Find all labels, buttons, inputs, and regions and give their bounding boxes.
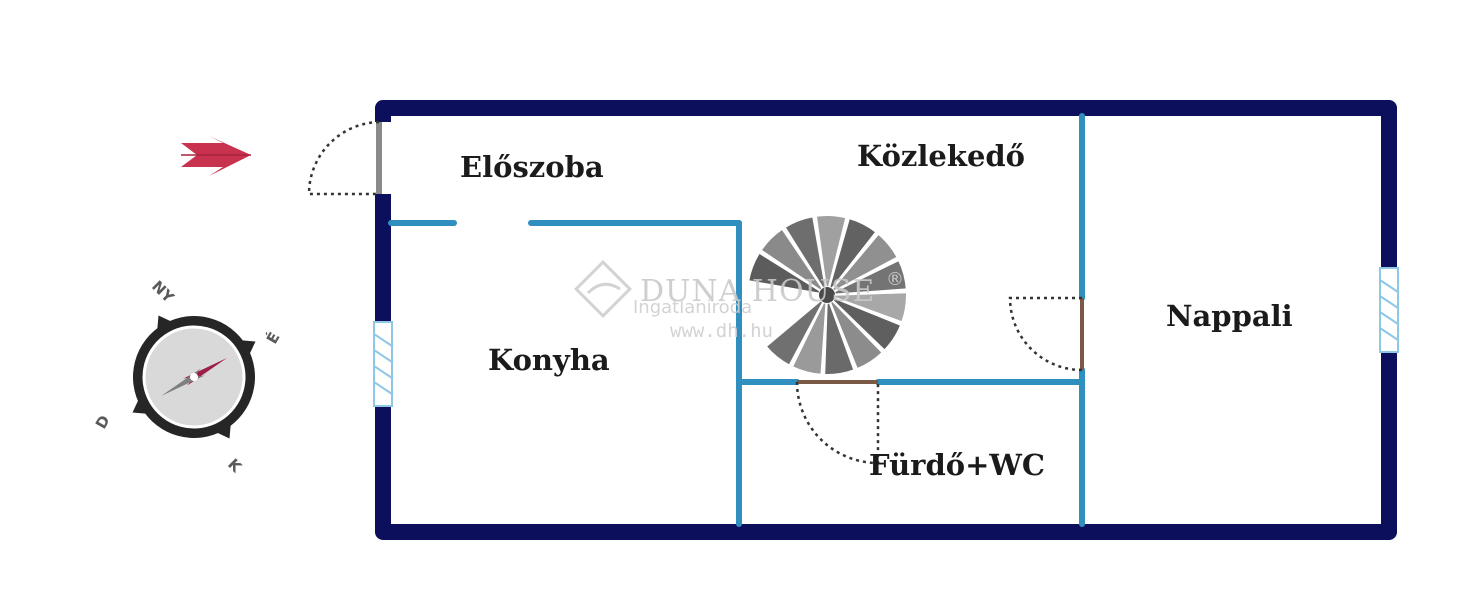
compass-icon bbox=[132, 315, 256, 439]
stair-tread bbox=[747, 251, 822, 295]
watermark-registered: ® bbox=[886, 269, 904, 290]
entrance-arrow-icon bbox=[181, 136, 251, 176]
compass-label-d: D bbox=[92, 412, 114, 432]
duna-house-logo-icon bbox=[574, 260, 632, 318]
stair-tread bbox=[790, 301, 828, 376]
room-label-nappali: Nappali bbox=[1166, 299, 1293, 333]
stair-tread bbox=[828, 299, 884, 371]
watermark-brand: DUNA HOUSE bbox=[640, 274, 875, 309]
compass-label-ny: NY bbox=[148, 277, 178, 307]
watermark: DUNA HOUSE ® Ingatlaniroda www.dh.hu bbox=[574, 260, 904, 342]
entrance-door bbox=[307, 120, 392, 196]
room-label-kozlekedo: Közlekedő bbox=[857, 139, 1025, 173]
stair-tread bbox=[833, 258, 908, 296]
compass-label-k: K bbox=[224, 455, 246, 477]
stair-tread bbox=[833, 291, 908, 324]
door-kozlekedo-nappali bbox=[1008, 296, 1084, 372]
stair-tread bbox=[828, 216, 878, 290]
room-label-eloszoba: Előszoba bbox=[460, 150, 604, 184]
stair-tread bbox=[783, 215, 827, 290]
room-label-furdo: Fürdő+WC bbox=[869, 448, 1045, 482]
stair-tread bbox=[831, 296, 903, 352]
window-left bbox=[373, 321, 393, 407]
inner-walls bbox=[388, 113, 1085, 527]
stair-tread bbox=[759, 227, 824, 292]
stair-center-post bbox=[819, 287, 835, 303]
stair-tread bbox=[814, 214, 848, 289]
door-furdo bbox=[795, 380, 880, 465]
spiral-staircase-icon bbox=[747, 214, 908, 376]
room-label-konyha: Konyha bbox=[488, 343, 610, 377]
watermark-subtitle: Ingatlaniroda bbox=[633, 297, 752, 318]
compass-label-e: É bbox=[262, 329, 284, 347]
stair-tread bbox=[830, 232, 899, 293]
watermark-url: www.dh.hu bbox=[670, 320, 773, 342]
stair-tread bbox=[764, 298, 825, 367]
stair-tread bbox=[823, 301, 856, 376]
window-right bbox=[1379, 267, 1399, 353]
